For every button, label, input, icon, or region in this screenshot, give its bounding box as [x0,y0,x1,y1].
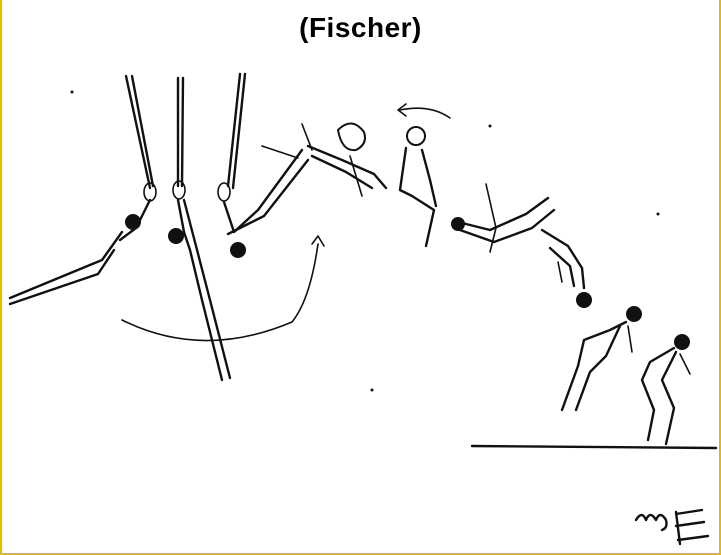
gymnast-figure-9 [642,334,690,444]
gymnast-figure-7 [542,230,592,308]
artist-signature [636,510,708,544]
gymnast-figure-4 [308,123,386,196]
motion-arrows [122,104,450,341]
gymnast-figure-8 [562,306,642,410]
gymnast-figure-2 [168,181,230,380]
gymnast-figure-6 [451,184,554,252]
ring-cables [126,74,245,188]
gymnast-figure-5 [400,127,436,246]
gymnast-figure-1 [10,183,156,304]
landing-floor [472,446,716,448]
